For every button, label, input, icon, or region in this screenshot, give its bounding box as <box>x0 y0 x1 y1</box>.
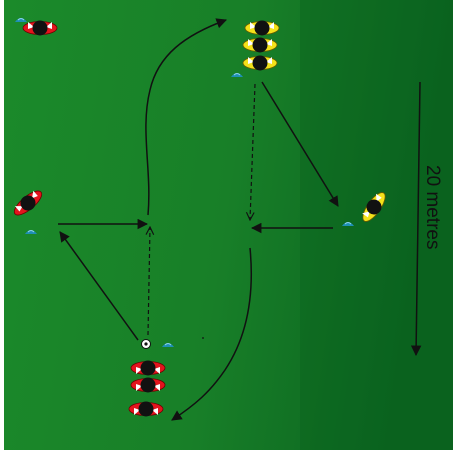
measurement-arrow <box>410 81 422 357</box>
pass-arrow-diagonal-down <box>261 81 339 207</box>
curved-run-top <box>145 18 227 216</box>
pitch-mark <box>202 337 204 339</box>
dashed-run-top <box>250 83 256 220</box>
pitch-background <box>4 0 453 450</box>
pass-arrow-diagonal-up <box>59 231 139 341</box>
measurement-label: 20 metres <box>422 165 443 249</box>
curved-run-bottom <box>171 247 253 421</box>
football-icon <box>141 339 151 349</box>
